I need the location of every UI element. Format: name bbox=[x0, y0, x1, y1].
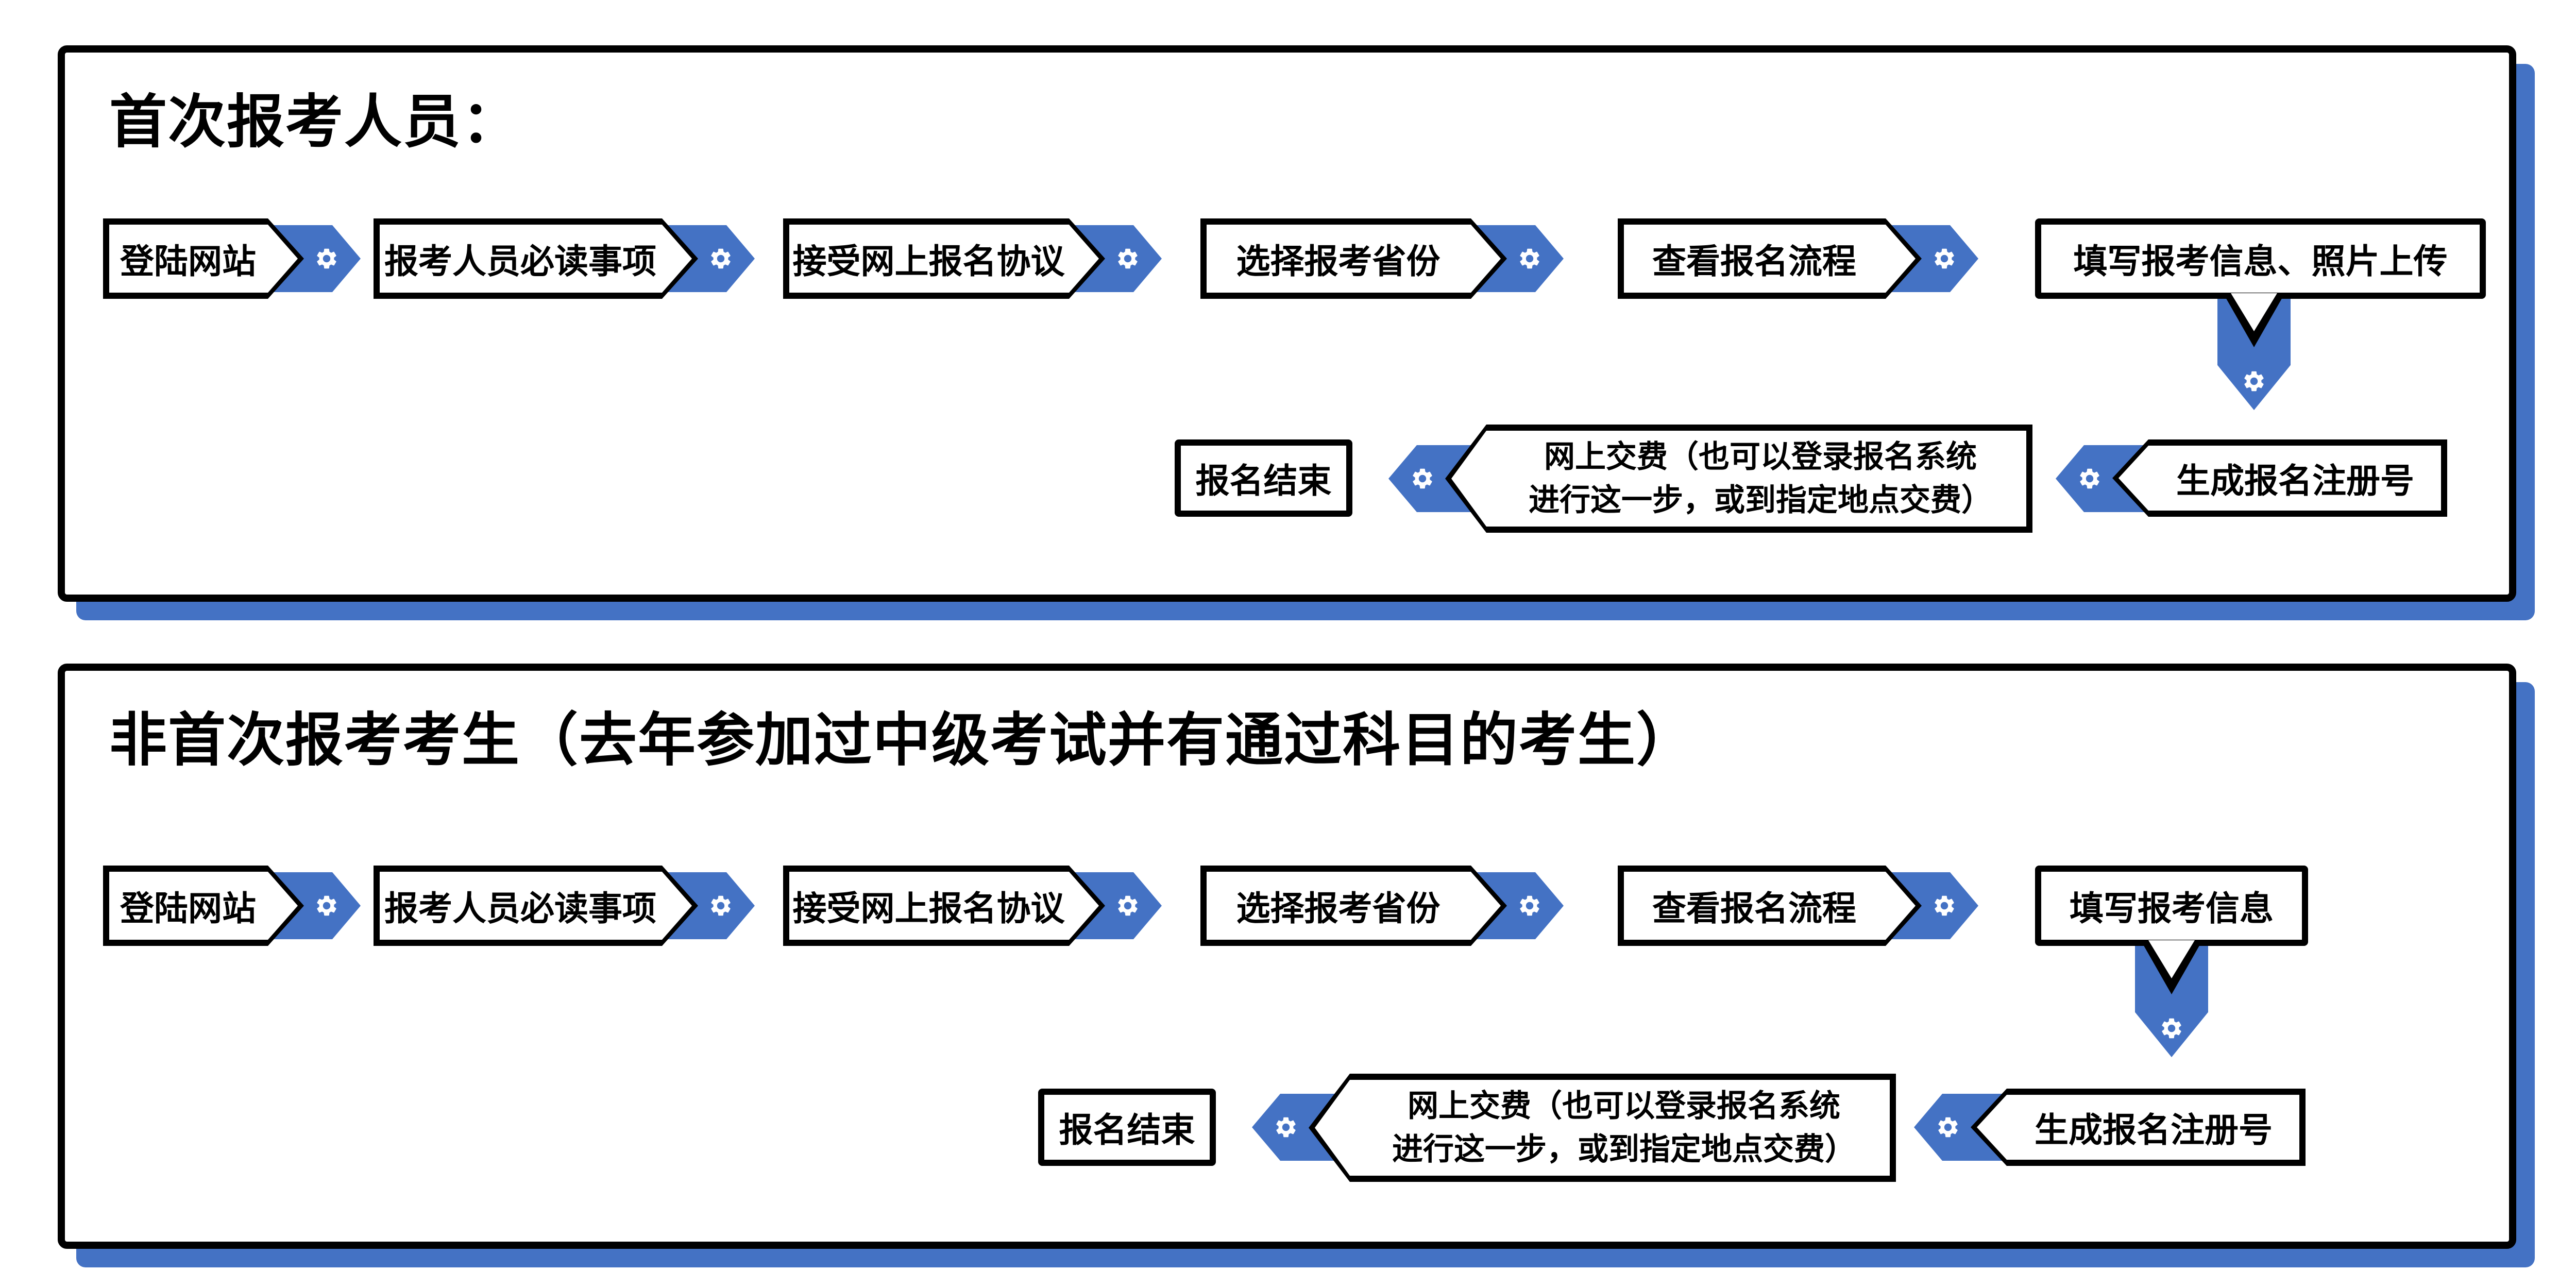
step-select-province: 选择报考省份 bbox=[1200, 866, 1507, 946]
gear-icon bbox=[1932, 893, 1957, 918]
step-view-procedure: 查看报名流程 bbox=[1618, 218, 1922, 299]
payment-line-1: 网上交费（也可以登录报名系统 bbox=[1544, 439, 1977, 474]
step-fill-info: 填写报考信息 bbox=[2035, 866, 2308, 946]
gear-icon bbox=[2242, 369, 2266, 394]
gear-icon bbox=[708, 246, 733, 271]
gear-icon bbox=[314, 893, 339, 918]
step-agreement: 接受网上报名协议 bbox=[783, 866, 1105, 946]
step-finish: 报名结束 bbox=[1038, 1089, 1216, 1166]
step-generate-reg-number: 生成报名注册号 bbox=[2112, 439, 2447, 517]
gear-icon bbox=[1274, 1115, 1298, 1140]
gear-icon bbox=[1936, 1115, 1960, 1140]
payment-line-1: 网上交费（也可以登录报名系统 bbox=[1408, 1089, 1840, 1123]
gear-icon bbox=[1517, 246, 1542, 271]
gear-icon bbox=[708, 893, 733, 918]
gear-icon bbox=[1115, 893, 1140, 918]
panel-first-time-title: 首次报考人员： bbox=[109, 90, 520, 154]
gear-icon bbox=[2159, 1016, 2184, 1041]
payment-line-2: 进行这一步，或到指定地点交费） bbox=[1392, 1132, 1856, 1166]
step-finish: 报名结束 bbox=[1175, 439, 1352, 517]
payment-line-2: 进行这一步，或到指定地点交费） bbox=[1529, 483, 1992, 517]
step-agreement: 接受网上报名协议 bbox=[783, 218, 1105, 299]
step-fill-info-upload-photo: 填写报考信息、照片上传 bbox=[2035, 218, 2486, 299]
step-view-procedure: 查看报名流程 bbox=[1618, 866, 1922, 946]
step-login: 登陆网站 bbox=[103, 866, 304, 946]
step-online-payment: 网上交费（也可以登录报名系统 进行这一步，或到指定地点交费） bbox=[1445, 425, 2032, 533]
gear-icon bbox=[2077, 466, 2102, 491]
step-online-payment: 网上交费（也可以登录报名系统 进行这一步，或到指定地点交费） bbox=[1309, 1074, 1896, 1182]
gear-icon bbox=[1932, 246, 1957, 271]
gear-icon bbox=[1410, 466, 1435, 491]
step-generate-reg-number: 生成报名注册号 bbox=[1971, 1089, 2306, 1166]
step-must-read: 报考人员必读事项 bbox=[374, 866, 698, 946]
panel-repeat-candidates-title: 非首次报考考生（去年参加过中级考试并有通过科目的考生） bbox=[109, 708, 1695, 772]
step-select-province: 选择报考省份 bbox=[1200, 218, 1507, 299]
gear-icon bbox=[1517, 893, 1542, 918]
gear-icon bbox=[314, 246, 339, 271]
step-must-read: 报考人员必读事项 bbox=[374, 218, 698, 299]
step-login: 登陆网站 bbox=[103, 218, 304, 299]
gear-icon bbox=[1115, 246, 1140, 271]
